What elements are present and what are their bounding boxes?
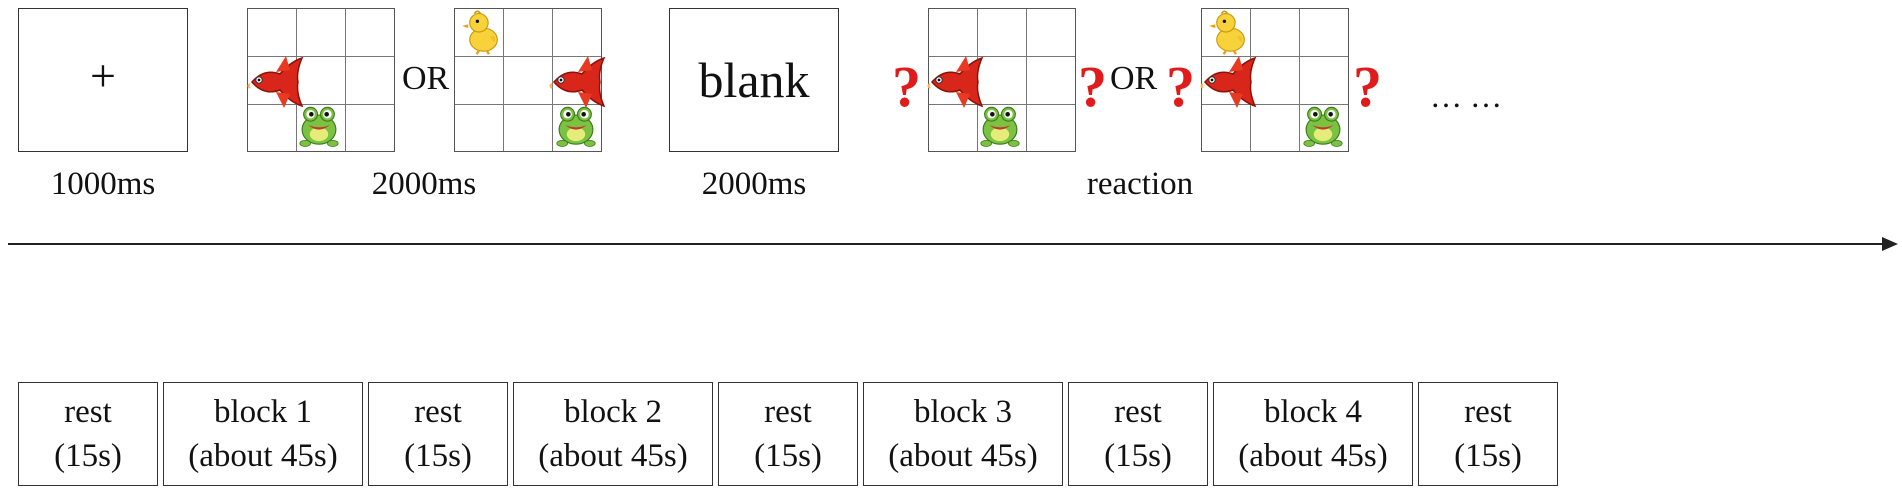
block-task-1: block 1 (about 45s) <box>163 382 363 486</box>
block-duration: (about 45s) <box>188 438 338 474</box>
question-mark-2: ? <box>1078 54 1107 119</box>
block-task-4: block 4 (about 45s) <box>1213 382 1413 486</box>
block-title: rest <box>1114 394 1162 430</box>
block-duration: (about 45s) <box>1238 438 1388 474</box>
question-mark-1: ? <box>892 54 921 119</box>
yellow-duck-icon <box>460 10 499 56</box>
block-title: block 2 <box>563 394 663 430</box>
block-title: block 4 <box>1263 394 1363 430</box>
block-duration: (15s) <box>54 438 122 474</box>
block-title: rest <box>414 394 462 430</box>
block-rest-1: rest (15s) <box>18 382 158 486</box>
block-rest-5: rest (15s) <box>1418 382 1558 486</box>
block-title: rest <box>764 394 812 430</box>
block-duration: (15s) <box>754 438 822 474</box>
red-fish-icon <box>1200 55 1256 109</box>
blank-box: blank <box>669 8 839 152</box>
block-title: rest <box>1464 394 1512 430</box>
block-rest-4: rest (15s) <box>1068 382 1208 486</box>
block-duration: (about 45s) <box>538 438 688 474</box>
timeline-arrow <box>8 237 1898 251</box>
or-label: OR <box>402 60 450 97</box>
reaction-or-label: OR <box>1110 60 1158 97</box>
yellow-duck-icon <box>1207 10 1246 56</box>
green-frog-icon <box>299 106 339 148</box>
continuation-ellipsis: … … <box>1430 78 1502 114</box>
block-rest-2: rest (15s) <box>368 382 508 486</box>
block-task-3: block 3 (about 45s) <box>863 382 1063 486</box>
block-duration: (about 45s) <box>888 438 1038 474</box>
block-rest-3: rest (15s) <box>718 382 858 486</box>
question-mark-4: ? <box>1353 54 1382 119</box>
reaction-label: reaction <box>1086 166 1194 202</box>
block-title: block 1 <box>213 394 313 430</box>
block-title: rest <box>64 394 112 430</box>
question-mark-3: ? <box>1166 54 1195 119</box>
block-duration: (15s) <box>404 438 472 474</box>
block-title: block 3 <box>913 394 1013 430</box>
green-frog-icon <box>556 106 596 148</box>
blank-label: blank <box>698 52 810 108</box>
blank-duration: 2000ms <box>701 166 807 202</box>
fixation-cross: + <box>90 50 116 101</box>
fixation-box: + <box>18 8 188 152</box>
fixation-duration: 1000ms <box>50 166 156 202</box>
block-task-2: block 2 (about 45s) <box>513 382 713 486</box>
block-duration: (15s) <box>1454 438 1522 474</box>
stimulus-duration: 2000ms <box>371 166 477 202</box>
green-frog-icon <box>1303 106 1343 148</box>
green-frog-icon <box>980 106 1020 148</box>
block-duration: (15s) <box>1104 438 1172 474</box>
